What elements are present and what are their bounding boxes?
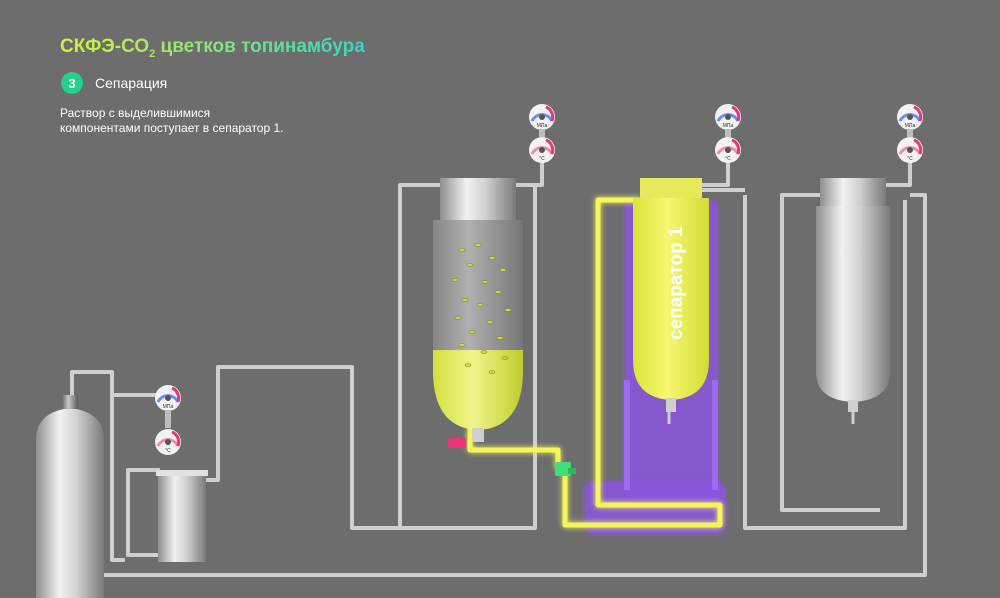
temperature-gauge-1-unit: °C — [165, 448, 171, 454]
flow-path — [467, 197, 723, 528]
heater-top-rim — [156, 470, 208, 476]
green-valve-body — [555, 462, 571, 476]
flow-valve-to-separator — [562, 197, 723, 528]
separator-1-drain — [666, 398, 676, 412]
temperature-gauge-1: °C — [155, 429, 181, 455]
pipe-heater-left — [126, 468, 160, 557]
pressure-gauge-4: МПа — [897, 104, 923, 130]
cylinder-body — [36, 408, 104, 598]
green-valve-handle — [568, 468, 576, 474]
extractor-liquid — [433, 350, 523, 430]
temperature-gauge-4: °C — [897, 137, 923, 163]
pipe-gauge1 — [515, 160, 544, 187]
temperature-gauge-3-unit: °C — [725, 156, 731, 162]
extractor-cap — [440, 178, 516, 220]
temperature-gauge-2-unit: °C — [539, 156, 545, 162]
flow-extractor-to-valve — [467, 428, 561, 470]
gauge-stem-2 — [725, 129, 731, 137]
flower-particles — [451, 243, 512, 374]
gauge-stem-4 — [165, 410, 171, 428]
step-label: Сепарация — [95, 75, 168, 91]
separator-leg-right — [712, 380, 718, 490]
green-valve — [555, 462, 576, 476]
gauge-stem-3 — [907, 129, 913, 137]
pressure-gauge-3-unit: МПа — [723, 123, 734, 129]
extractor-outlet-stub — [472, 428, 484, 442]
description-line-2: компонентами поступает в сепаратор 1. — [60, 121, 284, 135]
pipe-gauge2 — [700, 160, 730, 187]
pressure-gauge-4-unit: МПа — [905, 123, 916, 129]
pressure-gauge-2: МПа — [529, 104, 555, 130]
gauge-stem-1 — [539, 129, 545, 137]
step-number-badge: 3 — [61, 72, 83, 94]
pipe-separator2-inner — [780, 193, 880, 512]
description-line-1: Раствор с выделившимися — [60, 106, 211, 120]
extractor-outlet-valve — [448, 438, 466, 448]
cylinder-neck — [62, 395, 78, 409]
separator-1: сепаратор 1 — [633, 178, 709, 424]
pipe-bottom-main — [100, 193, 927, 577]
separator-2-drain — [848, 400, 858, 412]
separator-1-label: сепаратор 1 — [666, 226, 687, 340]
step-description: Раствор с выделившимися компонентами пос… — [60, 106, 360, 136]
heater-body — [158, 472, 206, 562]
temperature-gauge-2: °C — [529, 137, 555, 163]
separator-2-cap — [820, 178, 886, 206]
separator-leg-left — [624, 380, 630, 490]
pressure-gauge-1-unit: МПа — [163, 404, 174, 410]
temperature-gauge-3: °C — [715, 137, 741, 163]
separator-glow-base — [585, 482, 725, 534]
pipe-extractor-return — [398, 183, 440, 528]
pipe-cylinder-to-gauge — [70, 370, 125, 562]
separator-1-cap — [640, 178, 702, 198]
separator-2 — [816, 178, 890, 424]
heat-exchanger — [156, 470, 208, 562]
gauge-stems — [165, 129, 913, 428]
temperature-gauge-4-unit: °C — [907, 156, 913, 162]
separator-1-body — [633, 198, 709, 400]
pressure-gauge-3: МПа — [715, 104, 741, 130]
co2-cylinder — [36, 395, 104, 598]
pressure-gauge-2-unit: МПа — [537, 123, 548, 129]
pressure-gauge-1: МПа — [155, 385, 181, 411]
pipe-heater-to-extractor — [205, 183, 537, 530]
pipe-gauge3 — [885, 160, 912, 187]
step-indicator: 3 Сепарация — [61, 72, 167, 94]
extractor-vessel — [433, 178, 523, 448]
separator-2-body — [816, 206, 890, 402]
pipe-separator2-loop — [743, 195, 907, 530]
pipe-network — [70, 160, 927, 577]
